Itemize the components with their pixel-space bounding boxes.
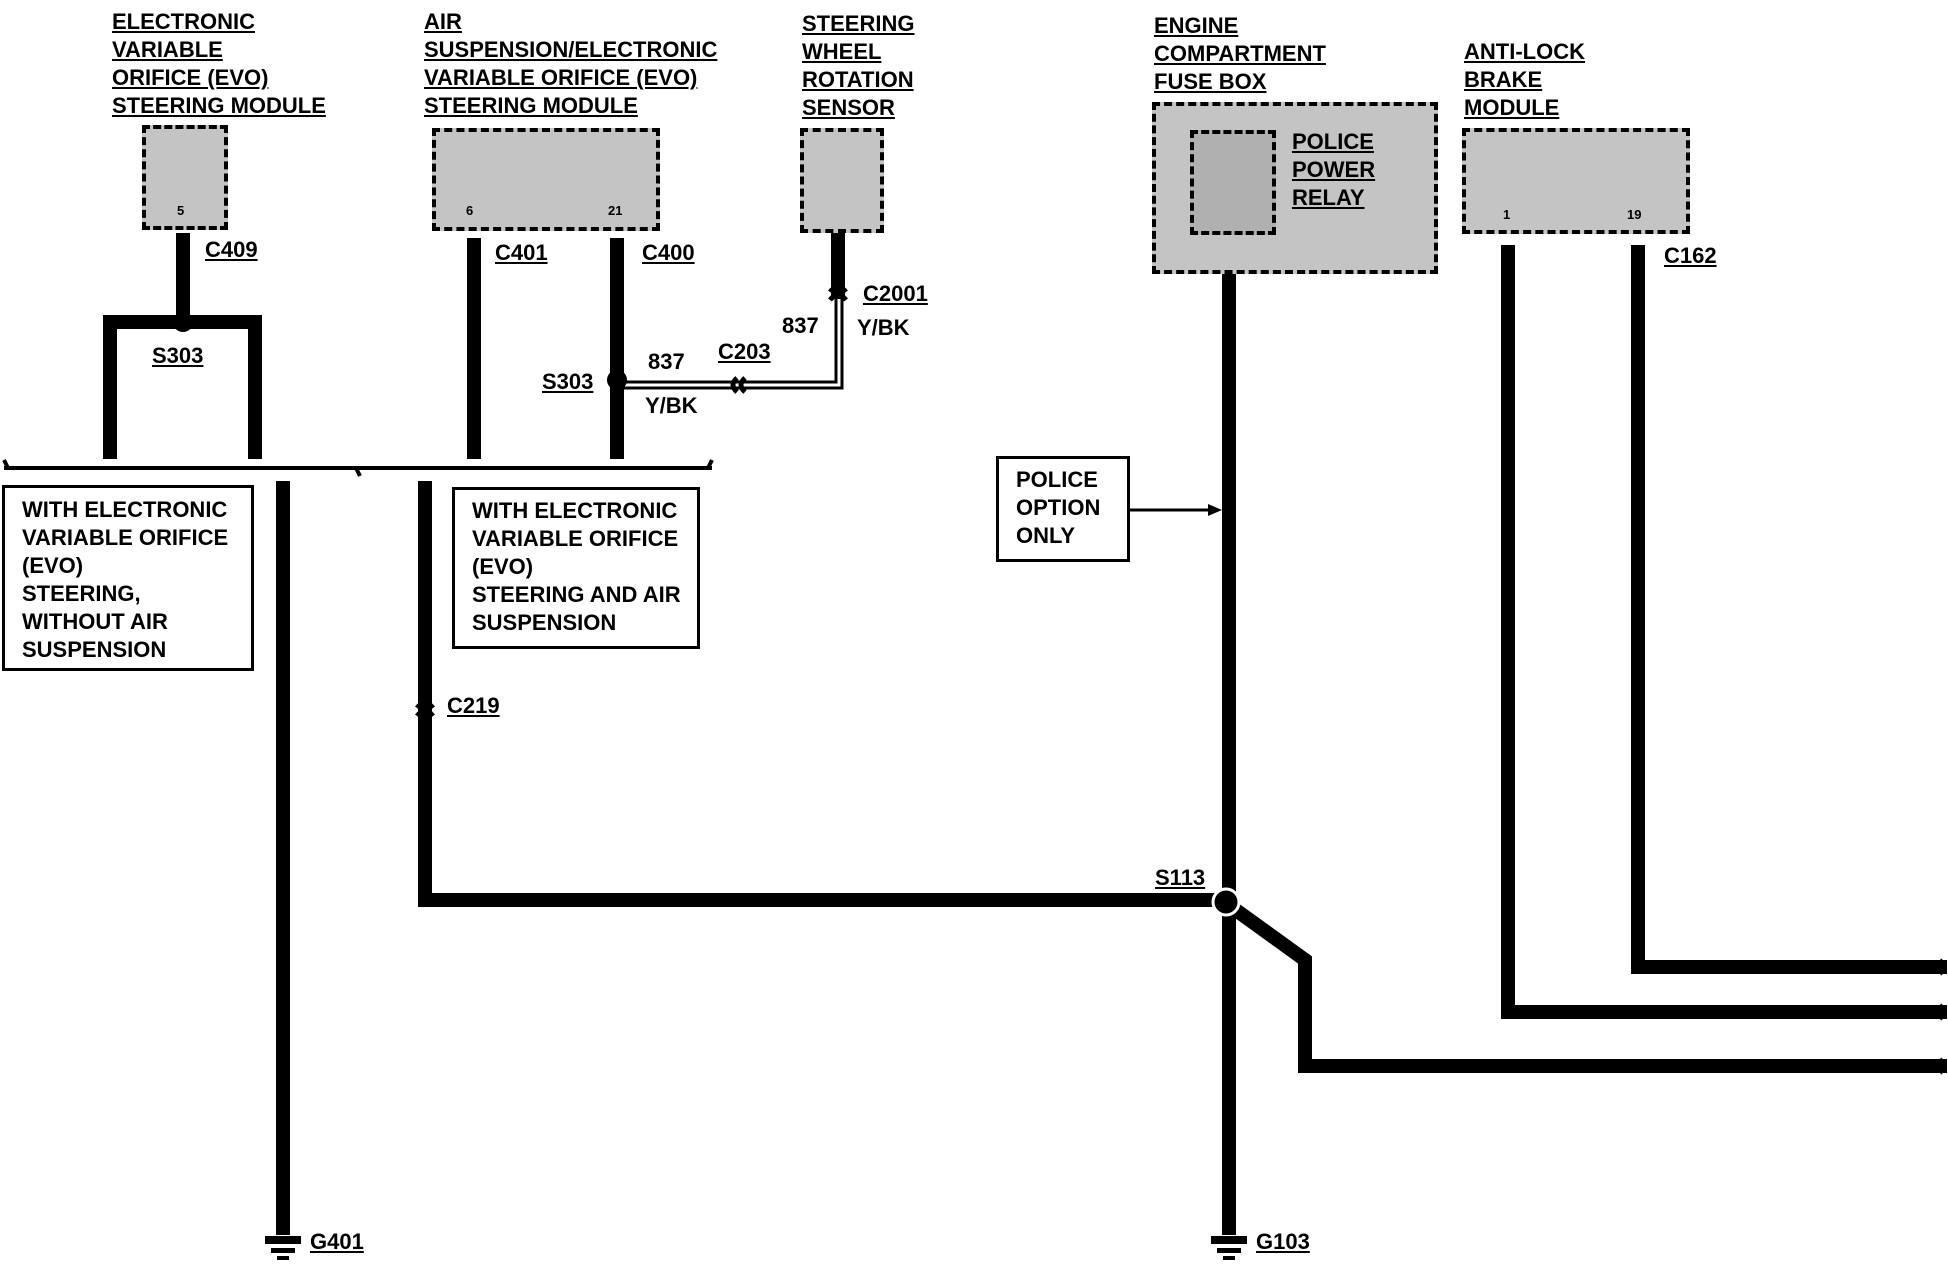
- wire-837-a: [620, 292, 838, 384]
- splice-s303-mid: [607, 370, 627, 390]
- note-evo-with-air: WITH ELECTRONIC VARIABLE ORIFICE (EVO) S…: [472, 498, 681, 635]
- note-evo-without-air: WITH ELECTRONIC VARIABLE ORIFICE (EVO) S…: [22, 497, 229, 662]
- relay-title-2: POWER: [1292, 157, 1376, 182]
- air-susp-title-1: AIR: [424, 9, 462, 34]
- police-relay-box: [1190, 130, 1276, 235]
- sensor-title-1: STEERING: [802, 11, 915, 36]
- air-susp-title-4: STEERING MODULE: [424, 93, 638, 118]
- sensor-title-3: ROTATION: [802, 67, 914, 92]
- splice-label-s113: S113: [1155, 865, 1206, 890]
- air-susp-module-box: [432, 128, 660, 231]
- air-susp-pin-6: 6: [466, 203, 474, 218]
- relay-title-1: POLICE: [1292, 129, 1374, 154]
- wire-s113-branch: [1219, 895, 1947, 1073]
- abs-pin-1: 1: [1503, 207, 1511, 222]
- wire-c219-s113: [418, 481, 1233, 907]
- wire-abs-pin1: [1501, 245, 1947, 1019]
- connector-c162: C162: [1664, 243, 1717, 268]
- fuse-box-title-3: FUSE BOX: [1154, 69, 1267, 94]
- sensor-title-2: WHEEL: [802, 39, 882, 64]
- evo-pin: 5: [177, 203, 185, 218]
- connector-c219: C219: [447, 693, 500, 718]
- fuse-box-title-1: ENGINE: [1154, 13, 1239, 38]
- note-box-evo-with-air: [452, 487, 700, 649]
- wire-color-sensor: Y/BK: [857, 315, 910, 340]
- note-box-police: [996, 456, 1130, 562]
- fuse-box-title-2: COMPARTMENT: [1154, 41, 1326, 66]
- connector-c203: C203: [718, 339, 771, 364]
- abs-title-3: MODULE: [1464, 95, 1560, 120]
- evo-module-title-3: ORIFICE (EVO): [112, 65, 269, 90]
- relay-title-3: RELAY: [1292, 185, 1365, 210]
- evo-module-title-2: VARIABLE: [112, 37, 223, 62]
- wire-label-837-sensor: 837: [782, 313, 819, 338]
- air-susp-title-3: VARIABLE ORIFICE (EVO): [424, 65, 698, 90]
- evo-module-title-4: STEERING MODULE: [112, 93, 326, 118]
- connector-c401: C401: [495, 240, 548, 265]
- evo-module-box: [142, 125, 228, 230]
- wire-837-b: [620, 292, 844, 390]
- air-susp-title-2: SUSPENSION/ELECTRONIC: [424, 37, 718, 62]
- steering-sensor-box: [800, 128, 884, 233]
- air-susp-pin-21: 21: [608, 203, 623, 218]
- wire-color-s303: Y/BK: [645, 393, 698, 418]
- abs-module-box: [1462, 128, 1690, 234]
- abs-title-1: ANTI-LOCK: [1464, 39, 1585, 64]
- splice-label-s303-mid: S303: [542, 369, 594, 394]
- connector-c400: C400: [642, 240, 695, 265]
- note-police: POLICE OPTION ONLY: [1016, 467, 1101, 548]
- connector-c2001: C2001: [863, 281, 928, 306]
- ground-g401: G401: [310, 1229, 364, 1254]
- abs-title-2: BRAKE: [1464, 67, 1543, 92]
- note-box-evo-without-air: [2, 485, 254, 671]
- wire-abs-pin19: [1631, 245, 1947, 974]
- evo-module-title-1: ELECTRONIC: [112, 9, 255, 34]
- ground-g103: G103: [1256, 1229, 1310, 1254]
- splice-label-s303-top: S303: [152, 343, 204, 368]
- sensor-title-4: SENSOR: [802, 95, 895, 120]
- splice-s113: [1211, 887, 1241, 917]
- wire-label-837-s303: 837: [648, 349, 685, 374]
- splice-s303-top: [173, 312, 193, 332]
- abs-pin-19: 19: [1627, 207, 1642, 222]
- connector-c409: C409: [205, 237, 258, 262]
